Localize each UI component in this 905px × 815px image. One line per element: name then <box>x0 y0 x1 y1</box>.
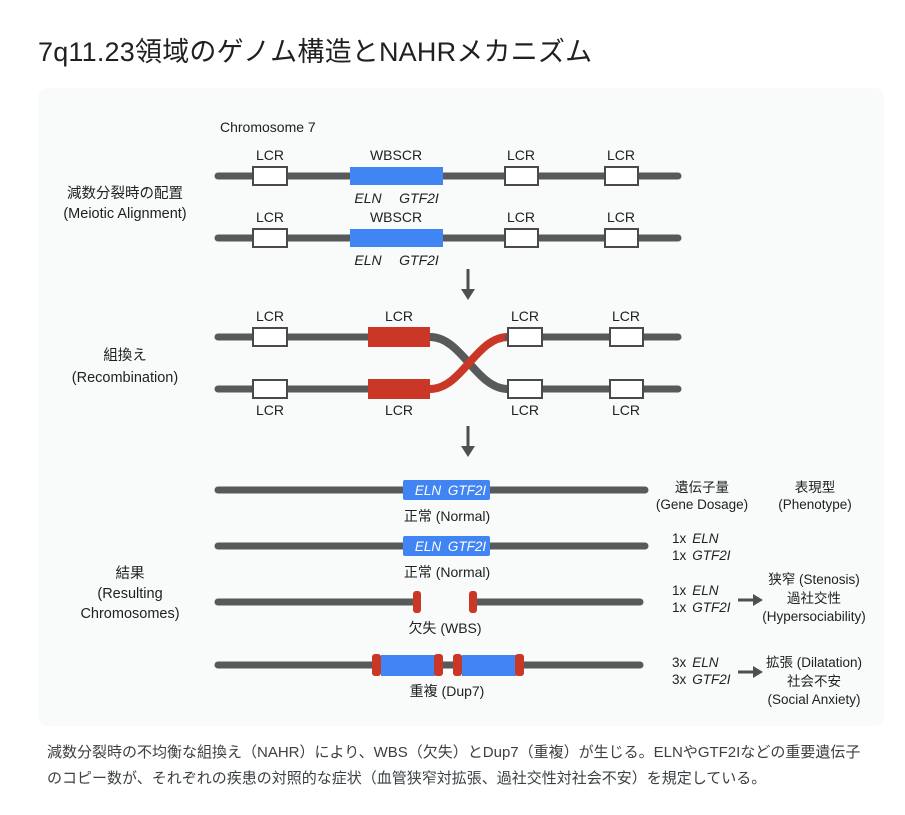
phenotype-line: 社会不安 <box>787 674 841 689</box>
wbscr-region <box>462 655 516 676</box>
results-label-en1: (Resulting <box>97 586 162 602</box>
wbscr-region <box>403 480 490 500</box>
recombination-label-jp: 組換え <box>103 347 147 364</box>
wbscr-region <box>381 655 435 676</box>
lcr-scar <box>434 654 443 676</box>
wbscr-region <box>350 229 443 247</box>
result-label: 正常 (Normal) <box>404 508 490 524</box>
phenotype-line: (Hypersociability) <box>762 609 866 624</box>
wbscr-label: WBSCR <box>370 147 422 163</box>
recombination-section: LCR LCR LCR LCR LCR LCR LCR LCR 組換え (Rec… <box>72 308 682 418</box>
alignment-label-en: (Meiotic Alignment) <box>63 206 186 222</box>
down-arrow-icon <box>461 269 475 300</box>
lcr-box <box>609 379 644 399</box>
lcr-scar <box>453 654 462 676</box>
phenotype-line: 過社交性 <box>787 590 841 606</box>
results-label-en2: Chromosomes) <box>80 606 179 622</box>
phenotype-header-jp: 表現型 <box>795 480 836 495</box>
wbscr-region <box>350 167 443 185</box>
lcr-label: LCR <box>385 402 413 418</box>
result-wbs-deletion: 欠失 (WBS) <box>214 591 644 636</box>
lcr-scar <box>515 654 524 676</box>
result-dup7-duplication: 重複 (Dup7) <box>214 654 644 699</box>
right-arrow-icon <box>738 594 763 606</box>
wbscr-region <box>403 536 490 556</box>
lcr-box <box>252 228 288 248</box>
phenotype-line: (Social Anxiety) <box>767 692 860 707</box>
lcr-box <box>252 379 288 399</box>
results-label-jp: 結果 <box>116 565 145 582</box>
lcr-label: LCR <box>511 402 539 418</box>
lcr-box <box>604 228 639 248</box>
lcr-label: LCR <box>256 147 284 163</box>
lcr-label: LCR <box>507 147 535 163</box>
lcr-scar <box>413 591 421 613</box>
phenotype-line: 狭窄 (Stenosis) <box>768 571 860 587</box>
lcr-box <box>504 228 539 248</box>
wbscr-label: WBSCR <box>370 209 422 225</box>
result-label: 正常 (Normal) <box>404 564 490 580</box>
lcr-label: LCR <box>256 209 284 225</box>
lcr-box <box>252 327 288 347</box>
lcr-label: LCR <box>612 308 640 324</box>
lcr-scar <box>372 654 381 676</box>
lcr-box <box>252 166 288 186</box>
dosage-header-jp: 遺伝子量 <box>675 480 729 495</box>
lcr-label: LCR <box>612 402 640 418</box>
phenotype-line: 拡張 (Dilatation) <box>766 655 862 670</box>
lcr-box <box>609 327 644 347</box>
lcr-label: LCR <box>507 209 535 225</box>
result-label: 欠失 (WBS) <box>408 620 481 636</box>
lcr-box <box>504 166 539 186</box>
alignment-label-jp: 減数分裂時の配置 <box>67 185 183 202</box>
dosage-header-en: (Gene Dosage) <box>656 497 748 512</box>
lcr-label: LCR <box>607 209 635 225</box>
lcr-label: LCR <box>256 402 284 418</box>
phenotype-header-en: (Phenotype) <box>778 497 852 512</box>
lcr-box <box>507 379 543 399</box>
page-title: 7q11.23領域のゲノム構造とNAHRメカニズム <box>38 37 593 67</box>
result-label: 重複 (Dup7) <box>410 683 485 699</box>
down-arrow-icon <box>461 426 475 457</box>
lcr-label: LCR <box>607 147 635 163</box>
lcr-recombining-box <box>368 327 430 347</box>
lcr-recombining-box <box>368 379 430 399</box>
lcr-box <box>507 327 543 347</box>
lcr-label: LCR <box>385 308 413 324</box>
lcr-label: LCR <box>256 308 284 324</box>
lcr-label: LCR <box>511 308 539 324</box>
figure-caption: 減数分裂時の不均衡な組換え（NAHR）により、WBS（欠失）とDup7（重複）が… <box>47 744 861 787</box>
chromosome-7-label: Chromosome 7 <box>220 119 316 135</box>
lcr-box <box>604 166 639 186</box>
right-arrow-icon <box>738 666 763 678</box>
lcr-scar <box>469 591 477 613</box>
crossover-red-strand <box>429 333 509 393</box>
recombination-label-en: (Recombination) <box>72 370 178 386</box>
